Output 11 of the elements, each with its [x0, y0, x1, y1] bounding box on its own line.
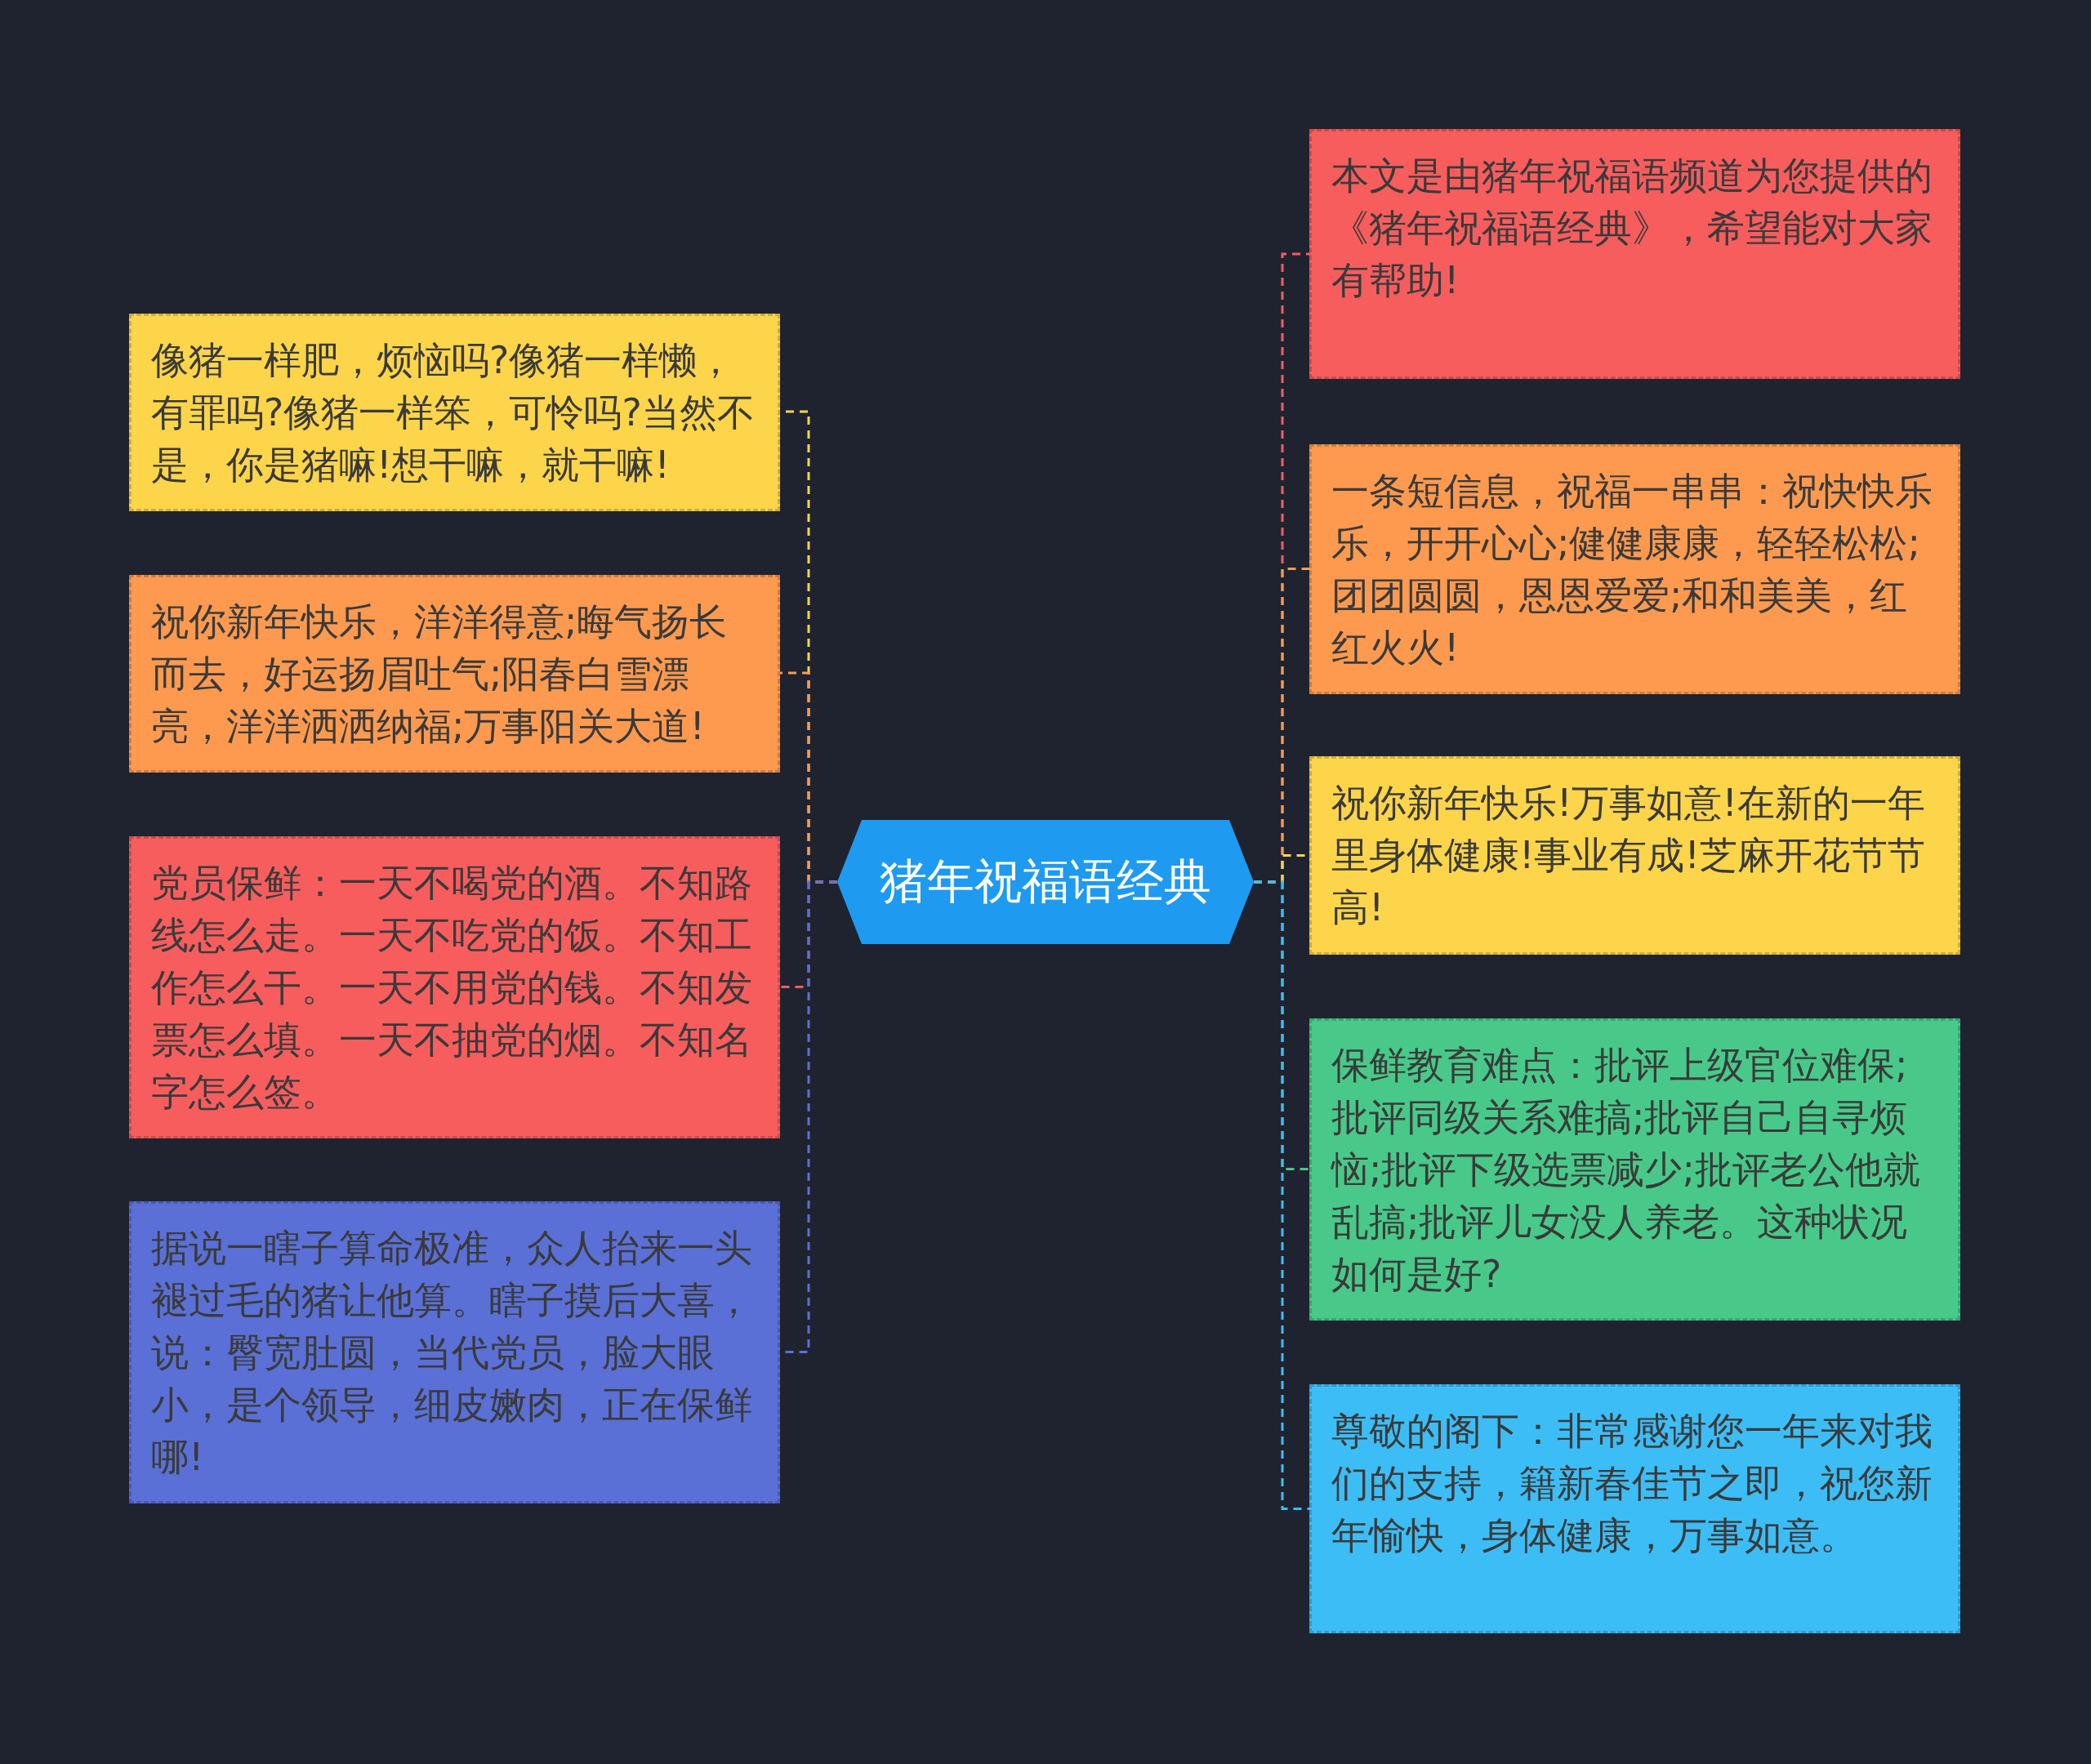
text-box: 像猪一样肥，烦恼吗?像猪一样懒，有罪吗?像猪一样笨，可怜吗?当然不是，你是猪嘛!想干嘛，就干嘛!	[129, 314, 780, 511]
text-box: 据说一瞎子算命极准，众人抬来一头褪过毛的猪让他算。瞎子摸后大喜，说：臀宽肚圆，当代党员，脸大眼小，是个领导，细皮嫩肉，正在保鲜哪!	[129, 1201, 780, 1503]
text-box: 本文是由猪年祝福语频道为您提供的《猪年祝福语经典》，希望能对大家有帮助!	[1309, 129, 1960, 379]
text-box: 党员保鲜：一天不喝党的酒。不知路线怎么走。一天不吃党的饭。不知工作怎么干。一天不用党的钱。不知发票怎么填。一天不抽党的烟。不知名字怎么签。	[129, 836, 780, 1138]
connector-line	[1254, 880, 1309, 1510]
text-box: 祝你新年快乐!万事如意!在新的一年里身体健康!事业有成!芝麻开花节节高!	[1309, 756, 1960, 955]
text-box: 一条短信息，祝福一串串：祝快快乐乐，开开心心;健健康康，轻轻松松;团团圆圆，恩恩爱爱;和和美美，红红火火!	[1309, 444, 1960, 694]
text-box: 尊敬的阁下：非常感谢您一年来对我们的支持，籍新春佳节之即，祝您新年愉快，身体健康，万事如意。	[1309, 1384, 1960, 1633]
topic-hexagon: 猪年祝福语经典	[837, 820, 1254, 944]
text-box: 祝你新年快乐，洋洋得意;晦气扬长而去，好运扬眉吐气;阳春白雪漂亮，洋洋洒洒纳福;万事阳关大道!	[129, 575, 780, 773]
text-box: 保鲜教育难点：批评上级官位难保;批评同级关系难搞;批评自己自寻烦恼;批评下级选票减少;批评老公他就乱搞;批评儿女没人养老。这种状况如何是好?	[1309, 1018, 1960, 1321]
